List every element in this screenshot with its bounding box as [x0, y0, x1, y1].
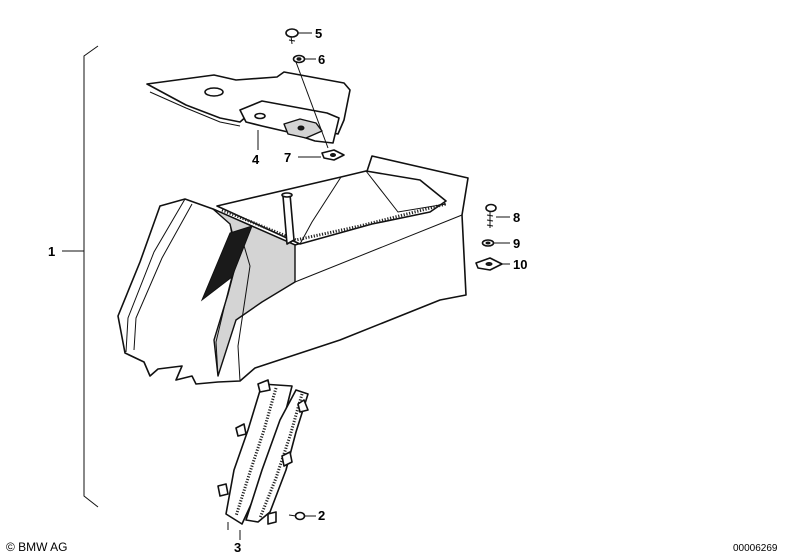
callout-2: 2	[318, 508, 326, 523]
washer-9	[481, 239, 495, 247]
callout-10: 10	[513, 257, 528, 272]
callout-5: 5	[315, 26, 323, 41]
brush-strip-3	[217, 379, 309, 525]
callout-8: 8	[513, 210, 521, 225]
callout-6: 6	[318, 52, 326, 67]
document-number: 00006269	[733, 543, 778, 554]
assembly-line-5-6	[295, 61, 329, 149]
mounting-bracket	[146, 71, 351, 144]
copyright-notice: © BMW AG	[6, 540, 68, 554]
screw-5	[285, 28, 299, 45]
callout-1: 1	[48, 244, 56, 259]
callout-4: 4	[252, 152, 260, 167]
clip-nut-7	[321, 149, 345, 161]
callout-7: 7	[284, 150, 292, 165]
clip-nut-10	[475, 257, 503, 271]
callout-3: 3	[234, 540, 242, 555]
screw-8	[485, 203, 497, 228]
leader-3	[227, 522, 241, 540]
callout-9: 9	[513, 236, 521, 251]
center-console	[117, 155, 469, 385]
screw-2	[288, 511, 306, 521]
washer-6	[292, 54, 306, 64]
assembly-bracket-1	[83, 45, 99, 508]
